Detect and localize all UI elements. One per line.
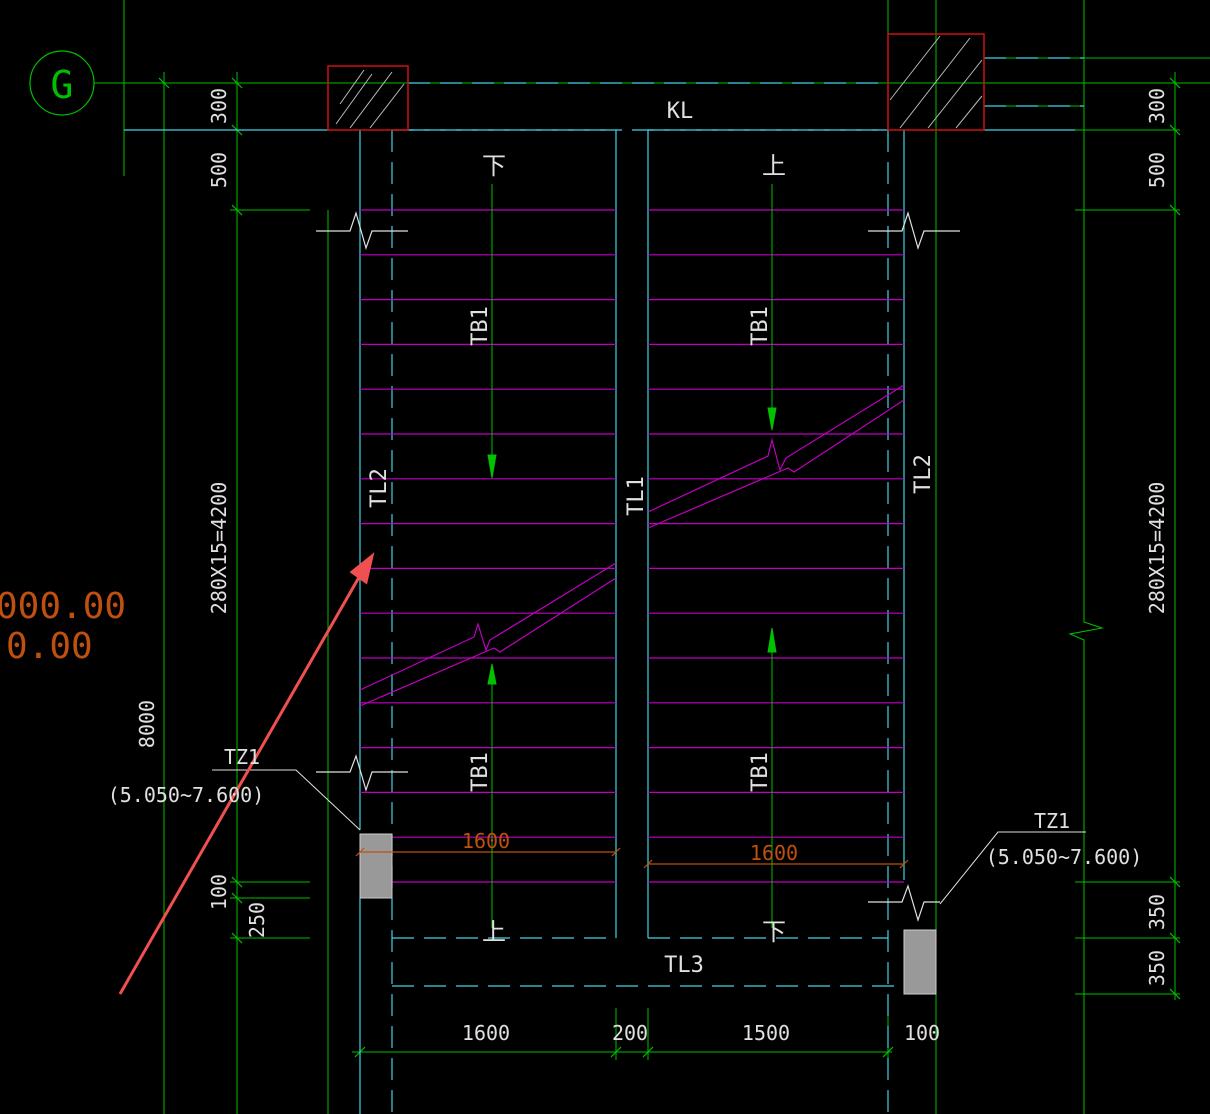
direction-up-lower-left: 上 [482, 918, 506, 946]
direction-down-lower-right: 下 [762, 918, 786, 946]
dim-right-350b: 350 [1145, 950, 1169, 986]
dim-bottom-1600: 1600 [462, 1021, 510, 1045]
cutoff-text-line2: 0.00 [6, 626, 93, 667]
beam-tl2-right-label: TL2 [911, 454, 936, 494]
orange-width-dims [355, 847, 909, 869]
dim-right-350a: 350 [1145, 894, 1169, 930]
beam-tl3-label: TL3 [664, 953, 704, 978]
dim-left-total: 8000 [135, 700, 159, 748]
slab-tb1-lower-right: TB1 [748, 752, 773, 792]
stair-treads [360, 209, 904, 883]
dim-left-250: 250 [245, 902, 269, 938]
column-top-left [327, 65, 409, 131]
slab-tb1-upper-left: TB1 [468, 306, 493, 346]
direction-up-upper-right: 上 [762, 152, 786, 180]
direction-down-upper-left: 下 [482, 152, 506, 180]
dim-bottom-100: 100 [904, 1021, 940, 1045]
tz1-right-label: TZ1 [1034, 809, 1070, 833]
cutoff-text-line1: 000.00 [0, 586, 126, 627]
column-top-right [887, 33, 985, 131]
dim-right-500: 500 [1145, 152, 1169, 188]
width-left-1600: 1600 [462, 829, 510, 853]
dim-left-300: 300 [207, 88, 231, 124]
width-right-1600: 1600 [750, 841, 798, 865]
beam-outlines [124, 57, 1084, 1114]
dim-left-500: 500 [207, 152, 231, 188]
direction-arrows [487, 184, 777, 928]
grid-axis-label: G [51, 63, 74, 107]
beam-kl-label: KL [667, 99, 694, 124]
annotation-arrow [118, 552, 375, 995]
beam-tl2-left-label: TL2 [367, 468, 392, 508]
dim-bottom-200: 200 [612, 1021, 648, 1045]
tz1-leaders [212, 769, 1086, 905]
tz1-left-label: TZ1 [224, 745, 260, 769]
stair-break-lines [359, 384, 905, 707]
dim-ticks [158, 77, 1181, 1058]
dim-right-300: 300 [1145, 88, 1169, 124]
beam-tl1-label: TL1 [624, 476, 649, 516]
tz1-right-elev: (5.050~7.600) [986, 845, 1143, 869]
column-tz1-left [359, 833, 393, 899]
break-symbols [316, 210, 960, 923]
tz1-left-elev: (5.050~7.600) [108, 783, 265, 807]
slab-tb1-upper-right: TB1 [748, 306, 773, 346]
dim-left-100: 100 [207, 874, 231, 910]
grid-lines [94, 0, 1210, 1114]
dim-bottom-1500: 1500 [742, 1021, 790, 1045]
dim-right-run: 280X15=4200 [1145, 482, 1169, 614]
dim-left-run: 280X15=4200 [207, 482, 231, 614]
column-tz1-right [903, 929, 937, 995]
grid-axis-g: G [29, 50, 95, 116]
slab-tb1-lower-left: TB1 [468, 752, 493, 792]
